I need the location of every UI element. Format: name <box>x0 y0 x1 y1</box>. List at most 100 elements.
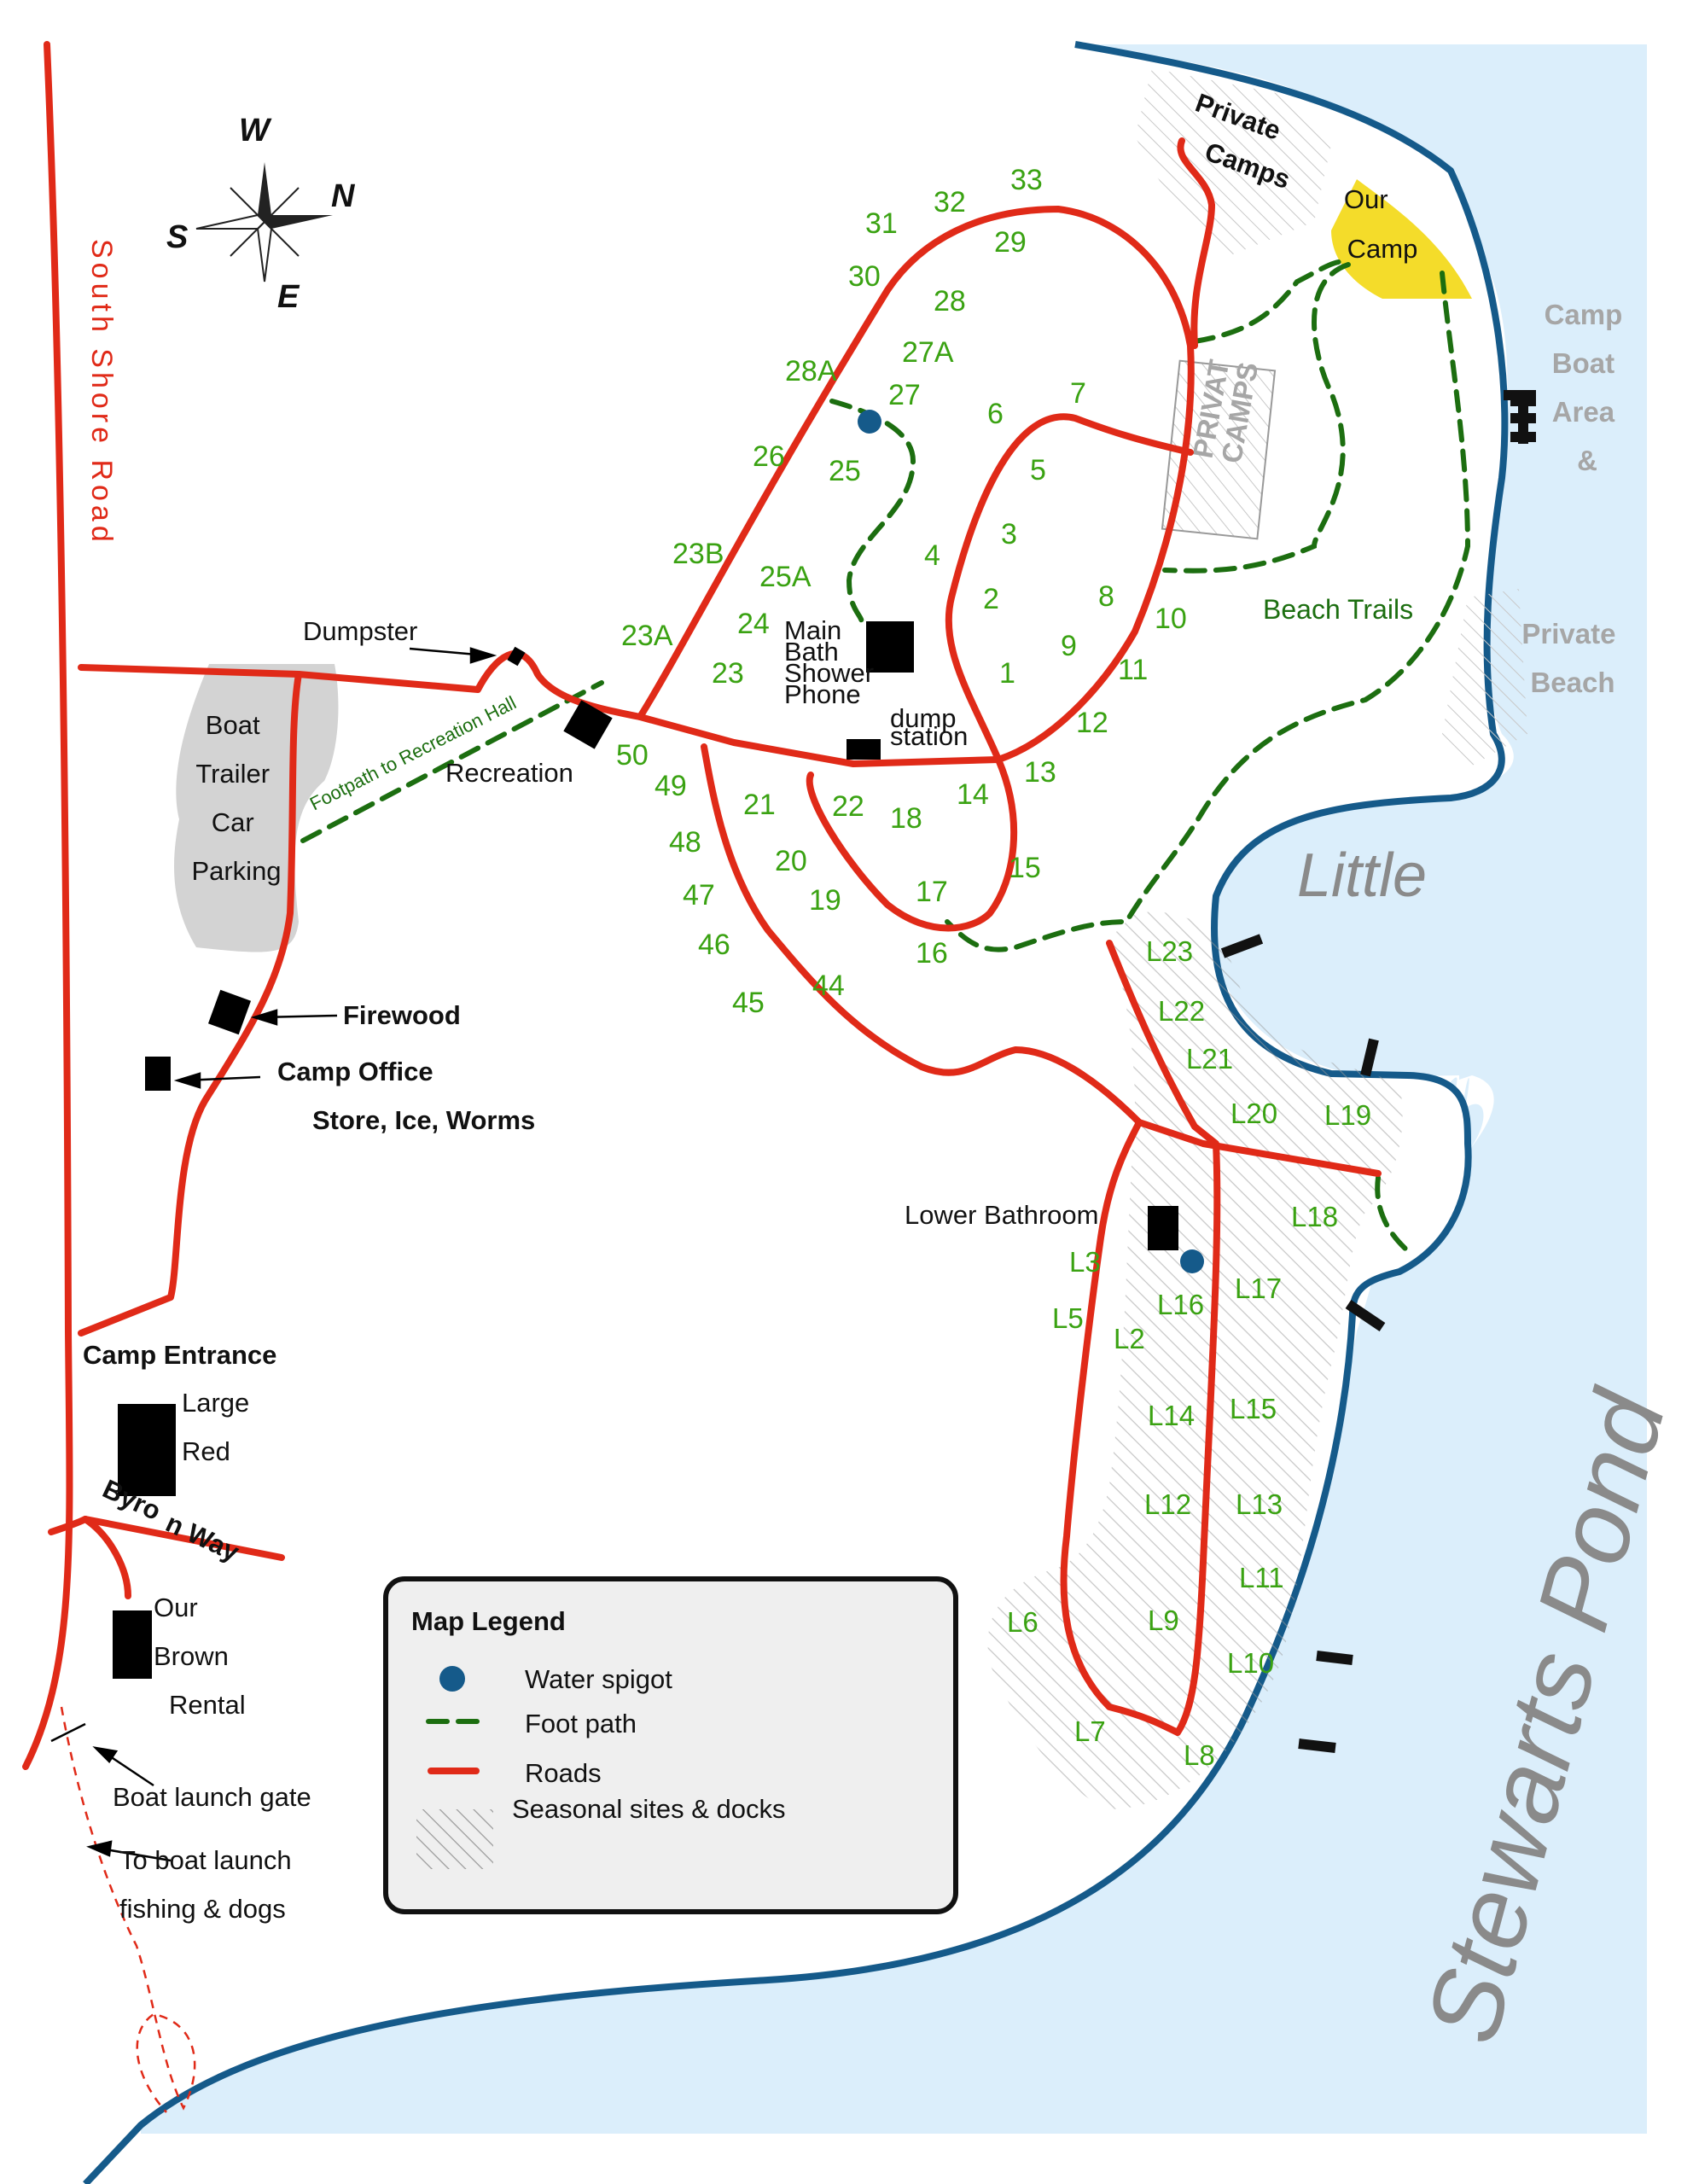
site-10[interactable]: 10 <box>1155 603 1187 635</box>
our-camp-label[interactable]: Our Camp <box>1344 184 1418 264</box>
pond-name-little: Little <box>1297 842 1427 910</box>
beach-trails-label: Beach Trails <box>1263 594 1413 625</box>
site-9[interactable]: 9 <box>1061 630 1077 662</box>
site-3[interactable]: 3 <box>1001 518 1017 550</box>
main-bath-building[interactable] <box>866 621 914 673</box>
site-47[interactable]: 47 <box>683 879 715 911</box>
site-19[interactable]: 19 <box>809 884 841 917</box>
lower-bathroom-building[interactable] <box>1148 1206 1178 1250</box>
site-L7[interactable]: L7 <box>1074 1715 1106 1747</box>
seasonal-site-numbers: L23 L22 L21 L20 L19 L18 L3 L17 L16 L5 L2… <box>1007 935 1371 1771</box>
large-red-label: Large Red <box>182 1388 257 1466</box>
site-L14[interactable]: L14 <box>1148 1400 1195 1431</box>
site-26[interactable]: 26 <box>753 440 785 473</box>
site-17[interactable]: 17 <box>916 876 948 908</box>
site-L2[interactable]: L2 <box>1114 1323 1145 1354</box>
site-25A[interactable]: 25A <box>759 561 812 593</box>
site-28A[interactable]: 28A <box>785 355 837 387</box>
docks <box>1220 390 1536 1753</box>
site-31[interactable]: 31 <box>865 207 898 240</box>
legend-seasonal: Seasonal sites & docks <box>512 1794 786 1824</box>
recreation-hall[interactable] <box>563 700 613 749</box>
site-11[interactable]: 11 <box>1118 654 1148 686</box>
site-27A[interactable]: 27A <box>902 336 954 369</box>
south-shore-road-label: South Shore Road <box>85 239 118 546</box>
site-32[interactable]: 32 <box>934 186 966 218</box>
site-L23[interactable]: L23 <box>1146 935 1193 967</box>
legend-water-spigot: Water spigot <box>525 1664 672 1694</box>
site-L21[interactable]: L21 <box>1186 1043 1233 1075</box>
site-23A[interactable]: 23A <box>621 620 673 652</box>
site-30[interactable]: 30 <box>848 260 881 293</box>
site-L3[interactable]: L3 <box>1069 1246 1101 1278</box>
firewood-building[interactable] <box>207 989 252 1035</box>
site-L10[interactable]: L10 <box>1227 1647 1274 1679</box>
dumpster-label: Dumpster <box>303 616 417 646</box>
site-L9[interactable]: L9 <box>1148 1605 1179 1636</box>
site-18[interactable]: 18 <box>890 802 922 835</box>
site-33[interactable]: 33 <box>1010 164 1043 196</box>
site-48[interactable]: 48 <box>669 826 701 859</box>
site-23[interactable]: 23 <box>712 657 744 690</box>
water-spigot-icon <box>439 1666 465 1692</box>
site-50[interactable]: 50 <box>616 739 649 772</box>
camp-entrance-label: Camp Entrance <box>83 1340 276 1370</box>
site-28[interactable]: 28 <box>934 285 966 317</box>
legend-roads: Roads <box>525 1758 602 1788</box>
water-spigot-icon <box>1180 1249 1204 1273</box>
legend-title: Map Legend <box>411 1606 566 1636</box>
site-27[interactable]: 27 <box>888 379 921 411</box>
site-L5[interactable]: L5 <box>1052 1302 1084 1334</box>
site-L18[interactable]: L18 <box>1291 1201 1338 1232</box>
site-24[interactable]: 24 <box>737 608 770 640</box>
site-1[interactable]: 1 <box>999 657 1015 690</box>
site-13[interactable]: 13 <box>1024 756 1056 789</box>
site-23B[interactable]: 23B <box>672 538 724 570</box>
site-L19[interactable]: L19 <box>1324 1099 1371 1131</box>
camp-office-building[interactable] <box>145 1057 171 1091</box>
site-16[interactable]: 16 <box>916 937 948 970</box>
site-49[interactable]: 49 <box>655 770 687 802</box>
site-L20[interactable]: L20 <box>1230 1098 1277 1129</box>
site-2[interactable]: 2 <box>983 583 999 615</box>
private-beach-label: Private Beach <box>1521 618 1623 698</box>
site-20[interactable]: 20 <box>775 845 807 877</box>
site-6[interactable]: 6 <box>987 398 1004 430</box>
boat-trailer-parking-area <box>174 664 339 952</box>
legend-box <box>383 1576 958 1914</box>
site-29[interactable]: 29 <box>994 226 1027 259</box>
site-44[interactable]: 44 <box>812 970 845 1002</box>
site-L16[interactable]: L16 <box>1157 1289 1204 1320</box>
site-4[interactable]: 4 <box>924 539 940 572</box>
store-label: Store, Ice, Worms <box>312 1105 535 1135</box>
site-L17[interactable]: L17 <box>1235 1273 1282 1304</box>
our-camp-area[interactable] <box>1331 179 1472 299</box>
site-L22[interactable]: L22 <box>1158 995 1205 1027</box>
site-L8[interactable]: L8 <box>1184 1739 1215 1771</box>
seasonal-sites-area <box>987 911 1403 1809</box>
site-14[interactable]: 14 <box>957 778 989 811</box>
site-L12[interactable]: L12 <box>1144 1488 1191 1520</box>
site-45[interactable]: 45 <box>732 987 765 1019</box>
site-5[interactable]: 5 <box>1030 454 1046 486</box>
site-7[interactable]: 7 <box>1070 377 1086 410</box>
large-red-building[interactable] <box>118 1404 176 1496</box>
site-12[interactable]: 12 <box>1076 707 1108 739</box>
site-L11[interactable]: L11 <box>1239 1562 1284 1593</box>
site-46[interactable]: 46 <box>698 929 730 961</box>
legend-foot-path: Foot path <box>525 1709 637 1738</box>
site-L13[interactable]: L13 <box>1236 1488 1283 1520</box>
site-15[interactable]: 15 <box>1009 852 1041 884</box>
site-22[interactable]: 22 <box>832 790 864 823</box>
dump-station-building[interactable] <box>846 739 881 760</box>
site-25[interactable]: 25 <box>829 455 861 487</box>
our-brown-rental-label: Our Brown Rental <box>154 1593 246 1720</box>
recreation-label: Recreation <box>445 758 573 788</box>
site-21[interactable]: 21 <box>743 789 776 821</box>
site-L6[interactable]: L6 <box>1007 1606 1038 1638</box>
site-L15[interactable]: L15 <box>1230 1393 1277 1424</box>
our-brown-rental-building[interactable] <box>113 1610 152 1679</box>
site-8[interactable]: 8 <box>1098 580 1114 613</box>
compass-rose-icon: W N S E <box>166 113 356 315</box>
